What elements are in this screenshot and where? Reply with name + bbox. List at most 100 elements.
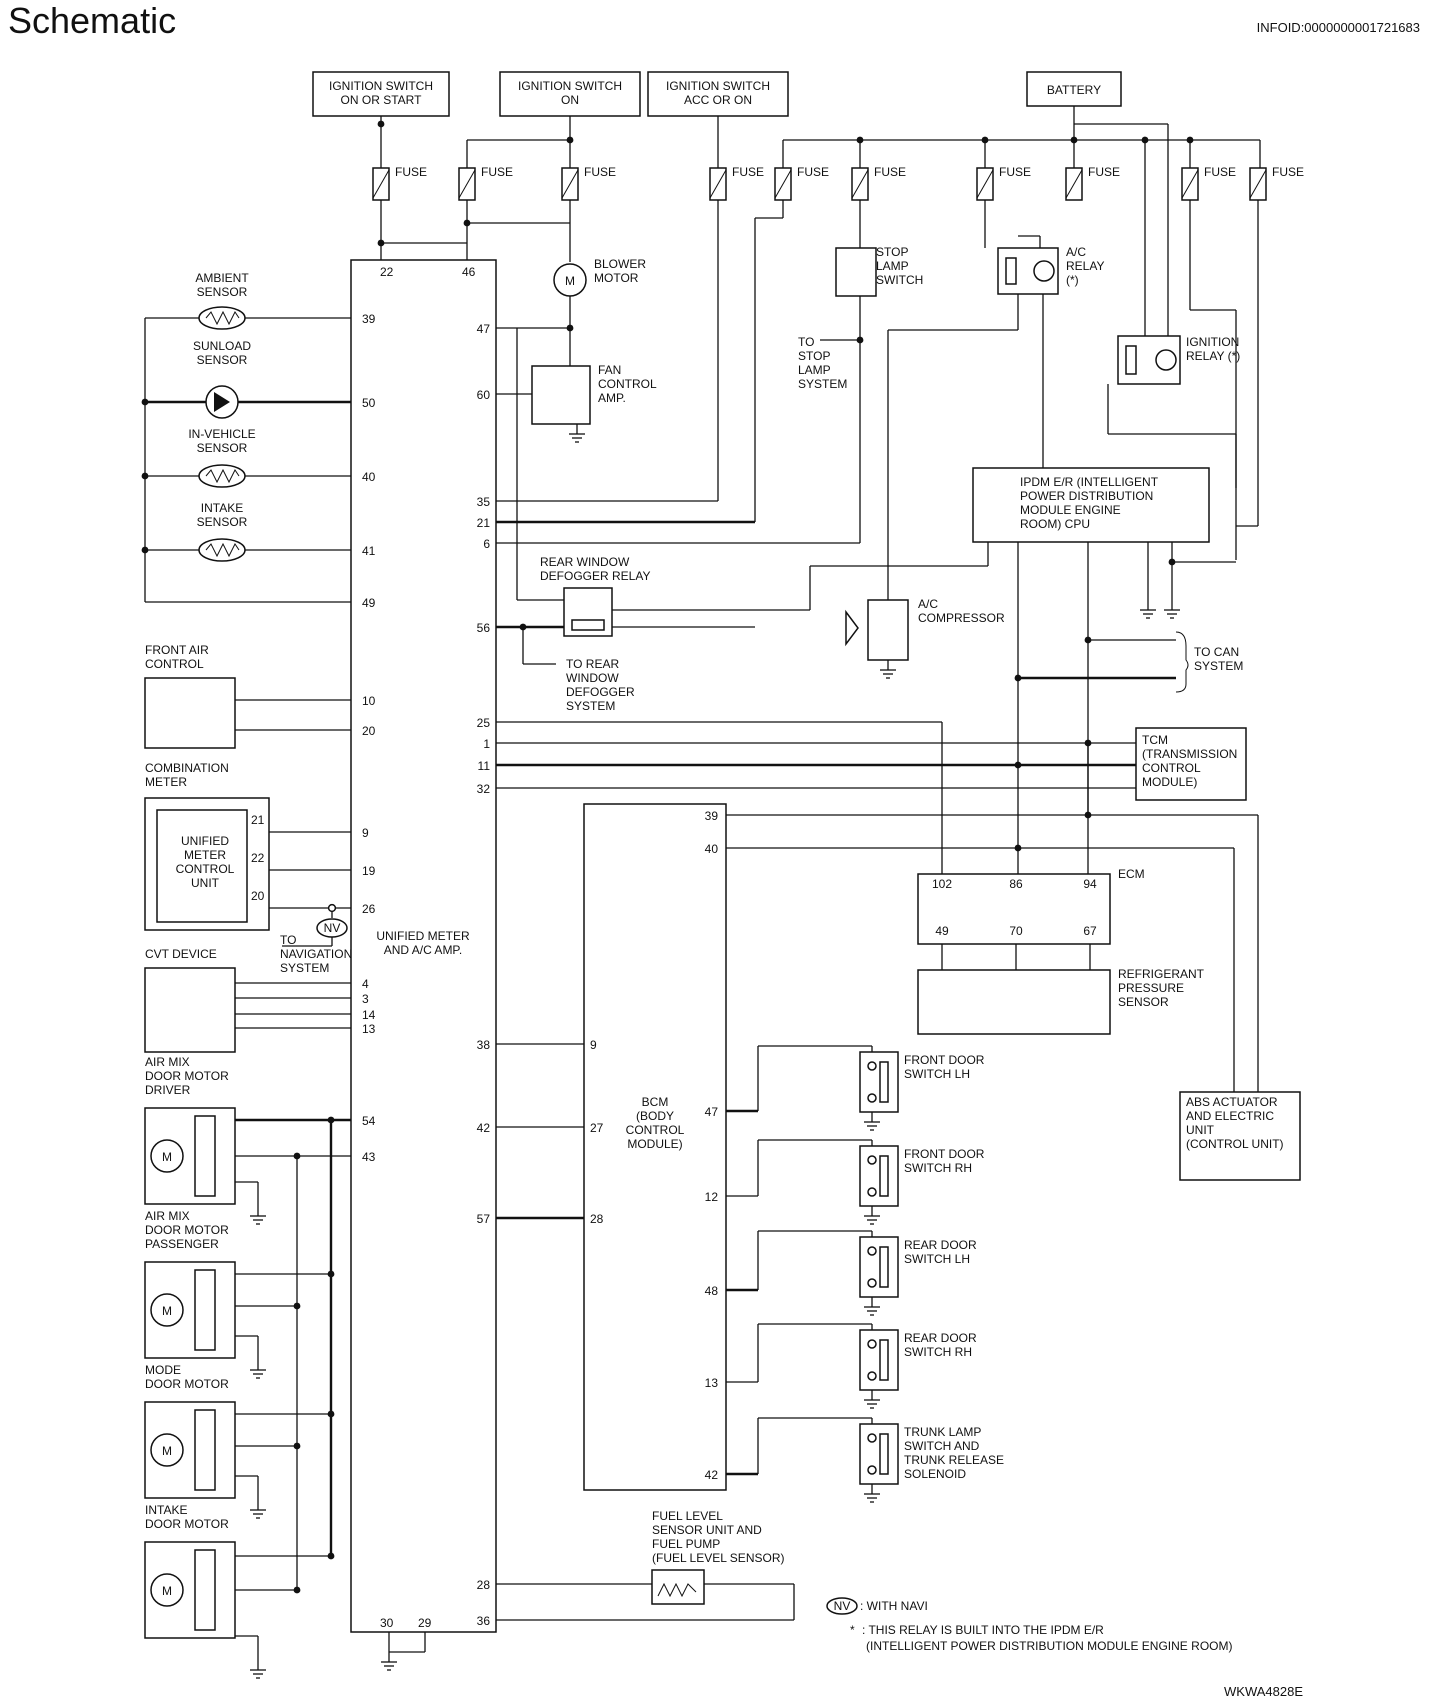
blower-motor xyxy=(553,263,587,297)
rear-door-lh-switch xyxy=(859,1236,899,1298)
bcm-pin-left: 9 xyxy=(590,1038,597,1052)
main-pin-left: 49 xyxy=(362,596,376,610)
in-vehicle-sensor-label: SENSOR xyxy=(197,441,248,455)
trunk-lamp-switch-actuator xyxy=(879,1433,889,1475)
main-pin-bottom: 30 xyxy=(380,1616,394,1630)
ignition-switch-acc-label: ACC OR ON xyxy=(684,93,752,107)
intake-door-motor-m: M xyxy=(162,1584,172,1598)
fuse-label: FUSE xyxy=(874,165,906,179)
intake-door-motor-pot xyxy=(194,1549,216,1631)
ecm-pin: 67 xyxy=(1083,924,1097,938)
main-pin-left: 43 xyxy=(362,1150,376,1164)
to-navigation-label: NAVIGATION xyxy=(280,947,352,961)
junction-dot xyxy=(981,136,989,144)
junction-dot xyxy=(856,136,864,144)
battery-box xyxy=(1026,71,1122,107)
stop-lamp-switch-label: SWITCH xyxy=(876,273,923,287)
intake-sensor-label: INTAKE xyxy=(201,501,243,515)
cvt-device-box xyxy=(144,967,236,1053)
main-pin-right: 32 xyxy=(477,782,491,796)
nv-note: : WITH NAVI xyxy=(860,1599,928,1613)
abs-label: AND ELECTRIC xyxy=(1186,1109,1274,1123)
bcm-label: (BODY xyxy=(636,1109,674,1123)
nv-symbol xyxy=(316,918,348,938)
in-vehicle-sensor xyxy=(198,464,246,488)
trunk-lamp-label: SOLENOID xyxy=(904,1467,966,1481)
page-title: Schematic xyxy=(8,0,177,41)
front-door-lh-switch xyxy=(859,1051,899,1113)
meter-pin: 20 xyxy=(251,889,265,903)
bcm-label: MODULE) xyxy=(627,1137,682,1151)
junction-dot xyxy=(327,1410,335,1418)
main-pin-right: 60 xyxy=(477,388,491,402)
air-mix-passenger-label: PASSENGER xyxy=(145,1237,219,1251)
in-vehicle-sensor-zigzag xyxy=(205,468,240,484)
trunk-lamp-switch xyxy=(859,1423,899,1485)
main-pin-right: 56 xyxy=(477,621,491,635)
main-pin-bottom: 29 xyxy=(418,1616,432,1630)
main-pin-left: 13 xyxy=(362,1022,376,1036)
ambient-sensor-zigzag xyxy=(205,310,240,326)
front-door-rh-label: SWITCH RH xyxy=(904,1161,972,1175)
rear-defogger-relay-label: DEFOGGER RELAY xyxy=(540,569,650,583)
mode-door-motor-motor xyxy=(150,1433,184,1467)
junction-dot xyxy=(293,1302,301,1310)
junction-dot xyxy=(1084,636,1092,644)
ignition-switch-acc-box xyxy=(647,71,789,117)
main-pin-top: 22 xyxy=(380,265,394,279)
air-mix-passenger-label: DOOR MOTOR xyxy=(145,1223,229,1237)
rear-door-lh-switch-contact xyxy=(867,1246,877,1256)
ambient-sensor xyxy=(198,306,246,330)
fan-control-amp-box xyxy=(531,365,591,425)
air-mix-passenger-motor-m: M xyxy=(162,1304,172,1318)
ambient-sensor-label: SENSOR xyxy=(197,285,248,299)
ac-compressor-label: COMPRESSOR xyxy=(918,611,1005,625)
main-pin-right: 11 xyxy=(478,759,491,773)
abs-label: (CONTROL UNIT) xyxy=(1186,1137,1284,1151)
sunload-sensor-label: SUNLOAD xyxy=(193,339,251,353)
ac-compressor-label: A/C xyxy=(918,597,938,611)
fuse-element xyxy=(774,169,792,199)
ignition-switch-on-or-start-label: ON OR START xyxy=(341,93,423,107)
fuse-label: FUSE xyxy=(999,165,1031,179)
fuse-element xyxy=(976,169,994,199)
front-door-rh-label: FRONT DOOR xyxy=(904,1147,985,1161)
ac-relay-label: (*) xyxy=(1066,273,1079,287)
main-pin-right: 47 xyxy=(477,322,491,336)
intake-sensor-label: SENSOR xyxy=(197,515,248,529)
blower-motor-label: BLOWER xyxy=(594,257,646,271)
fuse-element xyxy=(372,169,390,199)
air-mix-driver-motor-m: M xyxy=(162,1150,172,1164)
to-stop-lamp-label: SYSTEM xyxy=(798,377,847,391)
main-pin-left: 20 xyxy=(362,724,376,738)
unified-meter-control-unit-box xyxy=(156,809,248,923)
front-door-lh-switch-actuator xyxy=(879,1061,889,1103)
main-pin-left: 39 xyxy=(362,312,376,326)
fuse-label: FUSE xyxy=(481,165,513,179)
to-can-label: TO CAN xyxy=(1194,645,1239,659)
bcm-box xyxy=(583,803,727,1491)
fuel-level-sensor-box xyxy=(651,1569,705,1605)
fuse-element xyxy=(1249,169,1267,199)
air-mix-passenger-label: AIR MIX xyxy=(145,1209,190,1223)
main-pin-right: 42 xyxy=(477,1121,491,1135)
main-pin-right: 6 xyxy=(483,537,490,551)
fuse-element xyxy=(709,169,727,199)
tcm-label: CONTROL xyxy=(1142,761,1201,775)
ecm-pin: 86 xyxy=(1009,877,1023,891)
air-mix-driver-label: DRIVER xyxy=(145,1083,191,1097)
rear-door-rh-label: REAR DOOR xyxy=(904,1331,977,1345)
bcm-label: BCM xyxy=(642,1095,669,1109)
front-door-rh-switch-actuator xyxy=(879,1155,889,1197)
ignition-relay-label: IGNITION xyxy=(1186,335,1239,349)
fuse-label: FUSE xyxy=(1204,165,1236,179)
ignition-relay-label: RELAY (*) xyxy=(1186,349,1240,363)
unified-meter-and-ac-amp-label: AND A/C AMP. xyxy=(384,943,462,957)
bcm-pin-right: 12 xyxy=(705,1190,719,1204)
fuse-element xyxy=(458,169,476,199)
rear-defogger-relay-label: REAR WINDOW xyxy=(540,555,630,569)
fuse-label: FUSE xyxy=(1272,165,1304,179)
fan-control-amp-label: CONTROL xyxy=(598,377,657,391)
front-air-control-label: CONTROL xyxy=(145,657,204,671)
